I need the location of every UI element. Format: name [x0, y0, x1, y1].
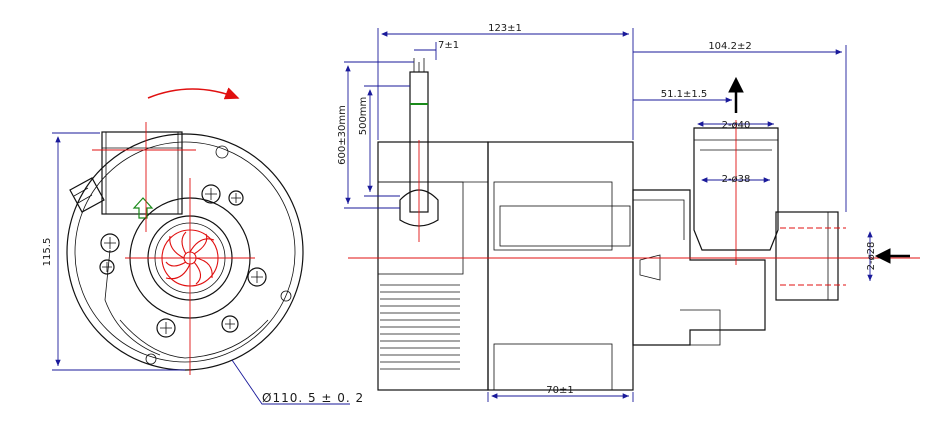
flow-arrows [728, 76, 910, 264]
flow-direction-icon [132, 197, 154, 219]
dim-height-front: 115.5 [42, 238, 53, 267]
side-view: 123±1 104.2±2 51.1±1.5 7±1 600±30mm 500m… [337, 23, 920, 402]
pump-head [632, 189, 766, 346]
dim-outlet-outer: 2-ø40 [722, 120, 751, 131]
cable-gland-front [69, 177, 105, 213]
dim-cable-strip: 500mm [358, 97, 369, 136]
dim-inlet-diameter: 2-ø28 [866, 242, 877, 271]
rotation-arrow-icon [147, 87, 240, 100]
dim-cable-length: 600±30mm [337, 105, 348, 165]
cooling-fins [380, 284, 460, 370]
motor-body [377, 141, 489, 391]
dim-outlet-offset: 104.2±2 [708, 41, 751, 52]
cable-gland-side [399, 189, 439, 227]
front-view: 115.5 Ø110. 5 ± 0. 2 [42, 87, 364, 405]
dim-body-length: 70±1 [546, 385, 573, 396]
dim-cable-spacing: 7±1 [438, 40, 459, 51]
dim-inlet-offset: 51.1±1.5 [661, 89, 708, 100]
dim-outlet-inner: 2-ø38 [722, 174, 751, 185]
outlet-port-front [101, 131, 183, 215]
mounting-screws [99, 145, 292, 365]
outlet-port-side [693, 127, 779, 251]
dim-total-length: 123±1 [488, 23, 522, 34]
dim-diameter-front: Ø110. 5 ± 0. 2 [262, 391, 364, 405]
inlet-port-side [775, 211, 839, 301]
